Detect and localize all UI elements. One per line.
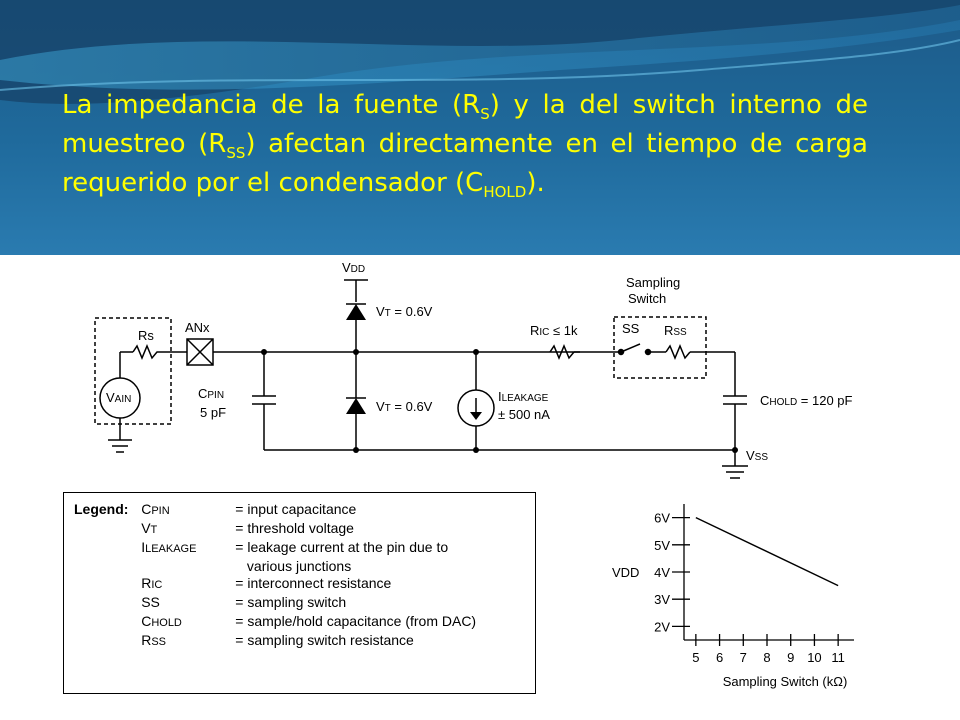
legend-title-cell [74,632,141,651]
vss-label: VSS [746,448,768,463]
legend-symbol-suffix: T [150,524,158,536]
y-axis-label: VDD [612,565,639,580]
legend-title-cell [74,520,141,539]
y-tick-label: 3V [654,592,670,607]
cpin-value: 5 pF [200,405,226,420]
legend-title-cell [74,613,141,632]
legend-row: VT= threshold voltage [74,520,535,539]
y-tick-label: 5V [654,538,670,553]
y-tick-label: 4V [654,565,670,580]
x-tick-label: 7 [740,650,747,665]
heading-sub-chold: HOLD [483,183,527,201]
legend-symbol: RSS [141,632,235,651]
legend-symbol-main: R [141,575,152,591]
y-tick-label: 6V [654,511,670,526]
legend-symbol-main: R [141,632,152,648]
vt-bottom-label: VT = 0.6V [376,399,433,414]
legend-row: CHOLD= sample/hold capacitance (from DAC… [74,613,535,632]
heading-text-1: La impedancia de la fuente (R [62,90,481,120]
legend-symbol [141,558,235,575]
legend-symbol-suffix: PIN [151,505,170,517]
x-axis-label: Sampling Switch (kΩ) [723,674,848,689]
legend-symbol-main: C [141,613,152,629]
vdd-vs-sampling-switch-chart: 5 6 7 8 9 10 11 2V 3V 4V 5V 6V VDD Sampling Switch (k… [612,504,854,689]
heading-text-2: ) y la del switch interno de muestreo (R [62,90,868,159]
chold-label: CHOLD = 120 pF [760,393,853,408]
legend-symbol: CHOLD [141,613,235,632]
ss-label: SS [622,321,640,336]
ileakage-value: ± 500 nA [498,407,550,422]
heading-text-4: ). [526,168,545,198]
legend-symbol-main: SS [141,594,160,610]
ric-label: RIC ≤ 1k [530,323,578,338]
legend-row: ILEAKAGE= leakage current at the pin due… [74,539,535,558]
legend-symbol: CPIN [141,501,235,520]
legend-symbol: SS [141,594,235,613]
legend-row: RSS= sampling switch resistance [74,632,535,651]
sampling-switch-label-1: Sampling [626,275,680,290]
legend-symbol-main: V [141,520,151,536]
x-tick-label: 10 [807,650,821,665]
legend-symbol-main: C [141,501,152,517]
sampling-switch-label-2: Switch [628,291,666,306]
legend-definition: = sampling switch [235,594,347,610]
series-line [695,516,839,587]
x-tick-label: 6 [716,650,723,665]
legend-symbol-suffix: IC [151,579,163,591]
legend-row: SS = sampling switch [74,594,535,613]
legend-definition: = interconnect resistance [235,575,392,591]
x-tick-label: 8 [763,650,770,665]
legend-title-cell [74,575,141,594]
legend-title-cell [74,558,141,575]
legend-definition: = sampling switch resistance [235,632,414,648]
heading-text-3: ) afectan directamente en el tiempo de c… [62,129,868,198]
x-tick-label: 9 [787,650,794,665]
legend-symbol-suffix: SS [151,636,166,648]
legend-symbol-main: I [141,539,146,555]
legend-symbol: VT [141,520,235,539]
legend-symbol-suffix: LEAKAGE [145,543,197,555]
cpin-label: CPIN [198,386,224,401]
banner-background [0,0,960,255]
title-banner: La impedancia de la fuente (RS) y la del… [0,0,960,255]
legend-row: RIC= interconnect resistance [74,575,535,594]
legend-title-cell [74,594,141,613]
sampling-circuit-schematic: VDD Sampling Switch Rs ANx VT = 0.6V VT … [94,260,853,479]
page-heading: La impedancia de la fuente (RS) y la del… [62,86,868,203]
legend-row: various junctions [74,558,535,575]
anx-label: ANx [185,320,210,335]
rs-label: Rs [138,328,154,343]
x-tick-label: 11 [831,650,845,665]
legend-definition: various junctions [235,558,352,574]
legend-definition: = leakage current at the pin due to [235,539,449,555]
legend-definition: = input capacitance [235,501,357,517]
legend-symbol: ILEAKAGE [141,539,235,558]
heading-sub-rs: S [480,105,490,123]
legend-symbol: RIC [141,575,235,594]
ileakage-label: ILEAKAGE [498,389,549,404]
rss-label: RSS [664,323,687,338]
legend-definition: = sample/hold capacitance (from DAC) [235,613,477,629]
legend-definition: = threshold voltage [235,520,354,536]
vain-label: VAIN [106,390,131,405]
legend-title-cell: Legend: [74,501,129,517]
x-tick-label: 5 [692,650,699,665]
legend-title-cell [74,539,141,558]
legend-symbol-suffix: HOLD [151,617,182,629]
vt-top-label: VT = 0.6V [376,304,433,319]
heading-sub-rss: SS [226,144,246,162]
y-tick-label: 2V [654,619,670,634]
vdd-label: VDD [342,260,365,275]
legend-row: Legend:CPIN= input capacitance [74,501,535,520]
